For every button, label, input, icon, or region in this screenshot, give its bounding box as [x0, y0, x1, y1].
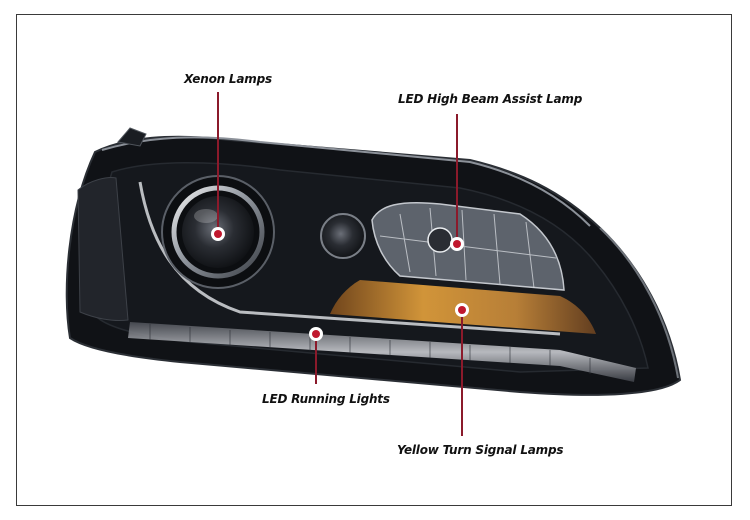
running-marker: [309, 327, 323, 341]
xenon-marker: [211, 227, 225, 241]
led-running-strip-segments: [149, 324, 591, 374]
top-trim: [101, 136, 591, 227]
right-edge-trim: [599, 227, 679, 379]
high-beam-assist-label: LED High Beam Assist Lamp: [398, 92, 583, 106]
high-beam-marker: [450, 237, 464, 251]
led-running-strip: [128, 322, 636, 382]
xenon-lamps-label: Xenon Lamps: [184, 72, 272, 86]
high-beam-bulb: [427, 227, 453, 253]
turn-signal-lamps-label: Yellow Turn Signal Lamps: [397, 443, 564, 457]
led-running-lights-label: LED Running Lights: [262, 392, 390, 406]
left-side-panel: [77, 177, 129, 321]
secondary-lens: [320, 213, 366, 259]
top-mount-tab: [117, 127, 147, 147]
high-beam-reflector: [371, 201, 565, 291]
turn-signal-marker: [455, 303, 469, 317]
xenon-lens-highlight: [194, 209, 218, 223]
